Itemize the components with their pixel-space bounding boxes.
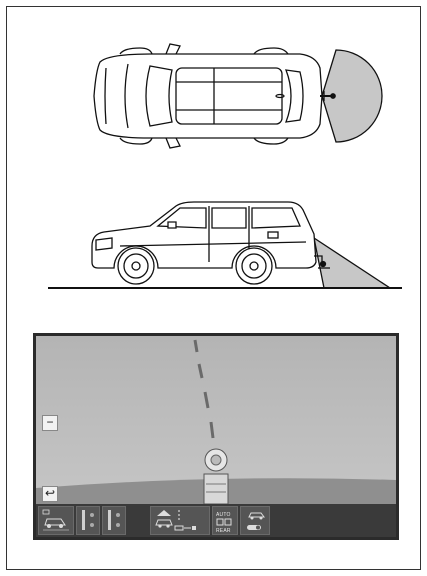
hitch-ball <box>204 449 228 504</box>
auto-rear-button[interactable]: AUTO REAR <box>212 506 238 535</box>
settings-toggle-button[interactable] <box>240 506 270 535</box>
vehicle-top-view <box>94 44 382 148</box>
camera-control-bar: AUTO REAR <box>36 504 396 537</box>
camera-display-screen: − ↩ <box>33 333 399 540</box>
sensor-icon <box>103 507 125 534</box>
back-button[interactable]: ↩ <box>42 486 58 502</box>
vehicle-side-view <box>48 202 402 288</box>
camera-mode-group[interactable] <box>150 506 210 535</box>
rear-camera-icon <box>213 507 237 534</box>
sensor-icon <box>77 507 99 534</box>
toggle-icon <box>241 507 269 534</box>
vehicle-illustrations <box>0 0 427 330</box>
view-mode-button[interactable] <box>38 506 74 535</box>
car-view-icon <box>39 507 73 534</box>
sensor-indicator-right[interactable] <box>102 506 126 535</box>
camera-view: − ↩ <box>36 336 396 537</box>
zoom-out-button[interactable]: − <box>42 415 58 431</box>
camera-mode-icons <box>151 507 209 534</box>
sensor-indicator-left[interactable] <box>76 506 100 535</box>
